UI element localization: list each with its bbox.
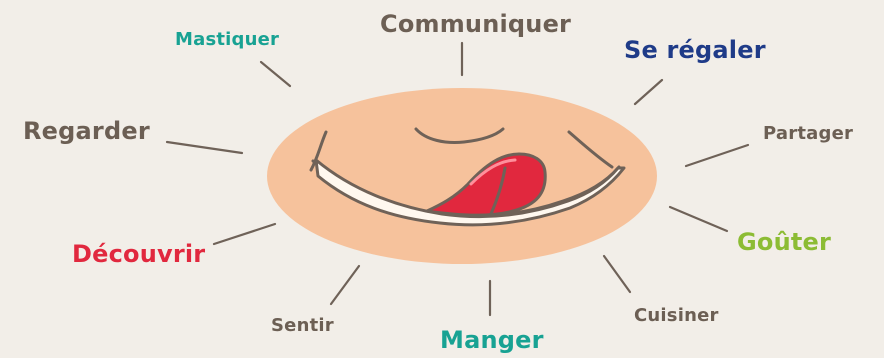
communiquer-word: Communiquer xyxy=(380,12,571,36)
se-regaler-word: Se régaler xyxy=(624,38,766,62)
partager-connector xyxy=(686,145,748,166)
se-regaler-connector xyxy=(635,80,662,104)
cuisiner-connector xyxy=(604,256,630,292)
sentir-connector xyxy=(331,266,359,304)
decouvrir-word: Découvrir xyxy=(72,242,205,266)
mastiquer-word: Mastiquer xyxy=(175,31,279,49)
gouter-connector xyxy=(670,207,727,231)
regarder-word: Regarder xyxy=(23,119,150,143)
mastiquer-connector xyxy=(261,62,290,86)
cuisiner-word: Cuisiner xyxy=(634,307,719,325)
decouvrir-connector xyxy=(214,224,275,244)
partager-word: Partager xyxy=(763,125,853,143)
manger-word: Manger xyxy=(440,328,544,352)
sentir-word: Sentir xyxy=(271,317,334,335)
regarder-connector xyxy=(167,142,242,153)
gouter-word: Goûter xyxy=(737,230,831,254)
